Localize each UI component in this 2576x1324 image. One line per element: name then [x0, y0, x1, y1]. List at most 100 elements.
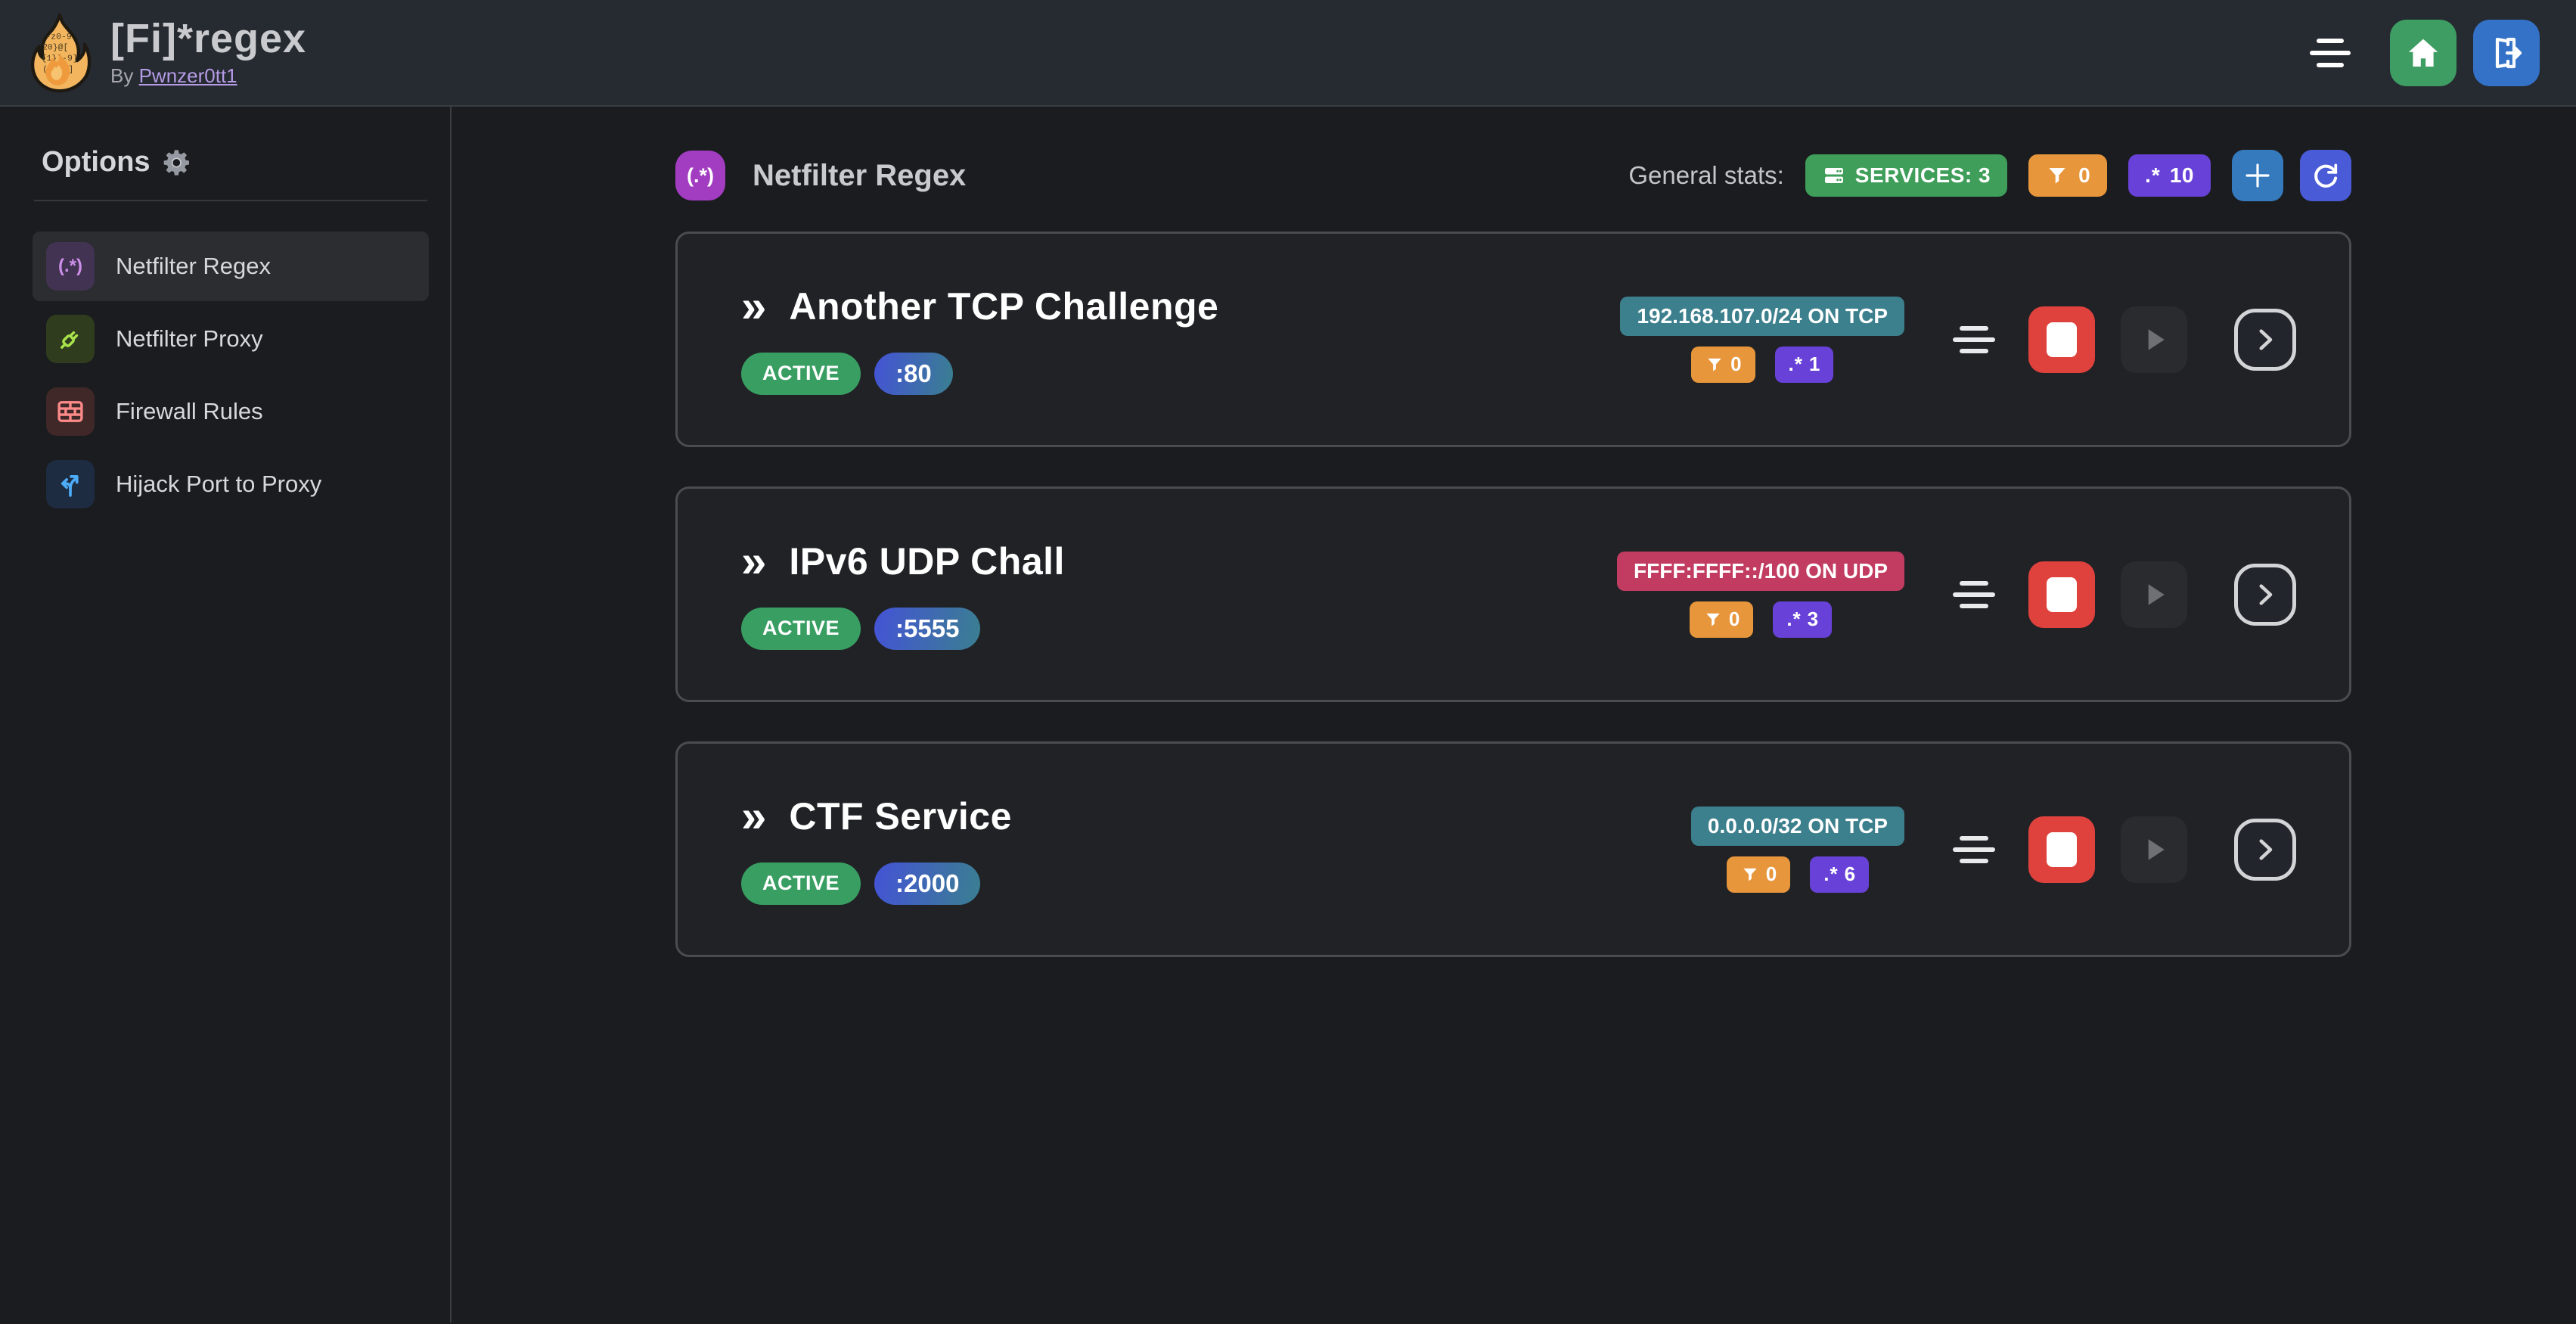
regex-count-badge: .* 6 — [1810, 856, 1870, 893]
main-area: (.*) Netfilter Regex General stats: — [452, 107, 2576, 1322]
refresh-button[interactable] — [2300, 150, 2351, 201]
chevrons-right-icon: » — [741, 790, 767, 841]
firegex-flame-logo: -z0-9 20}@[ {1})-9] (1 .z] — [27, 12, 92, 94]
service-card: » CTF Service ACTIVE :2000 0.0.0.0/32 ON… — [675, 741, 2351, 957]
plug-icon — [46, 315, 95, 363]
sidebar-item-label: Netfilter Proxy — [116, 325, 263, 352]
sidebar-item-label: Netfilter Regex — [116, 253, 272, 279]
service-card-list: » Another TCP Challenge ACTIVE :80 192.1… — [675, 232, 2351, 957]
filter-funnel-icon — [1703, 610, 1723, 629]
home-button[interactable] — [2390, 19, 2457, 86]
sidebar-item-firewall-rules[interactable]: Firewall Rules — [33, 377, 429, 446]
home-icon — [2405, 35, 2441, 71]
filtered-packets-badge: 0 — [1726, 856, 1791, 893]
server-icon — [1822, 163, 1846, 188]
page-title: Netfilter Regex — [753, 158, 967, 192]
stats-label: General stats: — [1628, 161, 1784, 189]
sidebar-item-hijack-port-to-proxy[interactable]: Hijack Port to Proxy — [33, 449, 429, 519]
open-service-button[interactable] — [2234, 563, 2296, 626]
port-badge: :2000 — [874, 862, 981, 905]
filtered-packets-badge: 0 — [1691, 346, 1755, 383]
sidebar-heading-label: Options — [42, 146, 151, 178]
refresh-icon — [2310, 160, 2342, 191]
service-menu-icon[interactable] — [1953, 835, 1995, 863]
play-icon — [2137, 833, 2171, 866]
service-name: Another TCP Challenge — [789, 284, 1219, 328]
sidebar-heading: Options — [42, 146, 429, 179]
byline-prefix: By — [110, 64, 134, 88]
netfilter-regex-icon: (.*) — [675, 151, 725, 200]
stop-icon — [2047, 322, 2077, 357]
filter-funnel-icon — [1740, 865, 1760, 884]
filter-funnel-icon — [2045, 163, 2069, 188]
play-icon — [2137, 323, 2171, 356]
chevron-right-icon — [2249, 324, 2281, 356]
general-stats: General stats: SERVICES: 3 — [1628, 150, 2351, 201]
page-layout: Options (.*) Netfilter Regex — [0, 107, 2576, 1322]
port-badge: :5555 — [874, 607, 981, 650]
logout-button[interactable] — [2473, 19, 2540, 86]
service-card: » Another TCP Challenge ACTIVE :80 192.1… — [675, 232, 2351, 447]
brand-block: [Fi]*regex By Pwnzer0tt1 — [110, 17, 306, 89]
services-count-badge: SERVICES: 3 — [1805, 154, 2008, 197]
status-badge: ACTIVE — [741, 862, 861, 905]
sidebar-item-netfilter-proxy[interactable]: Netfilter Proxy — [33, 304, 429, 374]
svg-text:20}@[: 20}@[ — [42, 42, 68, 52]
start-service-button-disabled — [2121, 561, 2187, 628]
split-arrows-icon — [46, 460, 95, 508]
chevrons-right-icon: » — [741, 535, 767, 586]
play-icon — [2137, 578, 2171, 611]
regex-count-badge: .* 10 — [2128, 154, 2211, 197]
service-name: CTF Service — [789, 794, 1012, 838]
cidr-badge: FFFF:FFFF::/100 ON UDP — [1617, 551, 1904, 591]
open-service-button[interactable] — [2234, 818, 2296, 881]
author-link[interactable]: Pwnzer0tt1 — [138, 64, 237, 88]
sidebar: Options (.*) Netfilter Regex — [0, 107, 452, 1322]
status-badge: ACTIVE — [741, 607, 861, 650]
plus-icon — [2242, 160, 2273, 191]
stop-icon — [2047, 831, 2077, 867]
regex-icon: .* — [1788, 353, 1803, 375]
stop-service-button[interactable] — [2028, 306, 2095, 373]
regex-count-badge: .* 1 — [1774, 346, 1834, 383]
open-service-button[interactable] — [2234, 308, 2296, 371]
filtered-packets-badge: 0 — [2028, 154, 2108, 197]
regex-icon: (.*) — [46, 242, 95, 291]
gear-icon — [163, 148, 193, 178]
regex-icon: .* — [1786, 608, 1802, 630]
filter-funnel-icon — [1705, 355, 1724, 375]
stop-service-button[interactable] — [2028, 816, 2095, 883]
regex-icon: .* — [2145, 163, 2161, 187]
stop-icon — [2047, 577, 2077, 612]
sidebar-item-label: Firewall Rules — [116, 398, 263, 424]
add-service-button[interactable] — [2232, 150, 2283, 201]
app-title: [Fi]*regex — [110, 15, 307, 61]
service-card: » IPv6 UDP Chall ACTIVE :5555 FFFF:FFFF:… — [675, 486, 2351, 702]
cidr-badge: 0.0.0.0/32 ON TCP — [1690, 806, 1904, 846]
logout-icon — [2488, 35, 2525, 71]
chevron-right-icon — [2249, 579, 2281, 611]
sidebar-item-label: Hijack Port to Proxy — [116, 471, 322, 497]
svg-text:-z0-9: -z0-9 — [45, 32, 71, 42]
start-service-button-disabled — [2121, 816, 2187, 883]
status-badge: ACTIVE — [741, 352, 861, 395]
chevrons-right-icon: » — [741, 280, 767, 331]
port-badge: :80 — [874, 352, 953, 395]
stop-service-button[interactable] — [2028, 561, 2095, 628]
page-header: (.*) Netfilter Regex General stats: — [675, 148, 2351, 203]
byline: By Pwnzer0tt1 — [110, 64, 306, 88]
chevron-right-icon — [2249, 834, 2281, 866]
start-service-button-disabled — [2121, 306, 2187, 373]
sidebar-divider — [34, 200, 427, 201]
regex-count-badge: .* 3 — [1773, 601, 1833, 638]
top-bar: -z0-9 20}@[ {1})-9] (1 .z] [Fi]*regex By… — [0, 0, 2576, 107]
service-menu-icon[interactable] — [1953, 325, 1995, 353]
cidr-badge: 192.168.107.0/24 ON TCP — [1620, 296, 1904, 336]
service-menu-icon[interactable] — [1953, 580, 1995, 608]
sidebar-item-netfilter-regex[interactable]: (.*) Netfilter Regex — [33, 232, 429, 301]
regex-icon: .* — [1823, 862, 1839, 885]
brick-wall-icon — [46, 387, 95, 436]
filtered-packets-badge: 0 — [1689, 601, 1754, 638]
service-name: IPv6 UDP Chall — [789, 539, 1065, 583]
menu-lines-icon[interactable] — [2310, 38, 2351, 67]
